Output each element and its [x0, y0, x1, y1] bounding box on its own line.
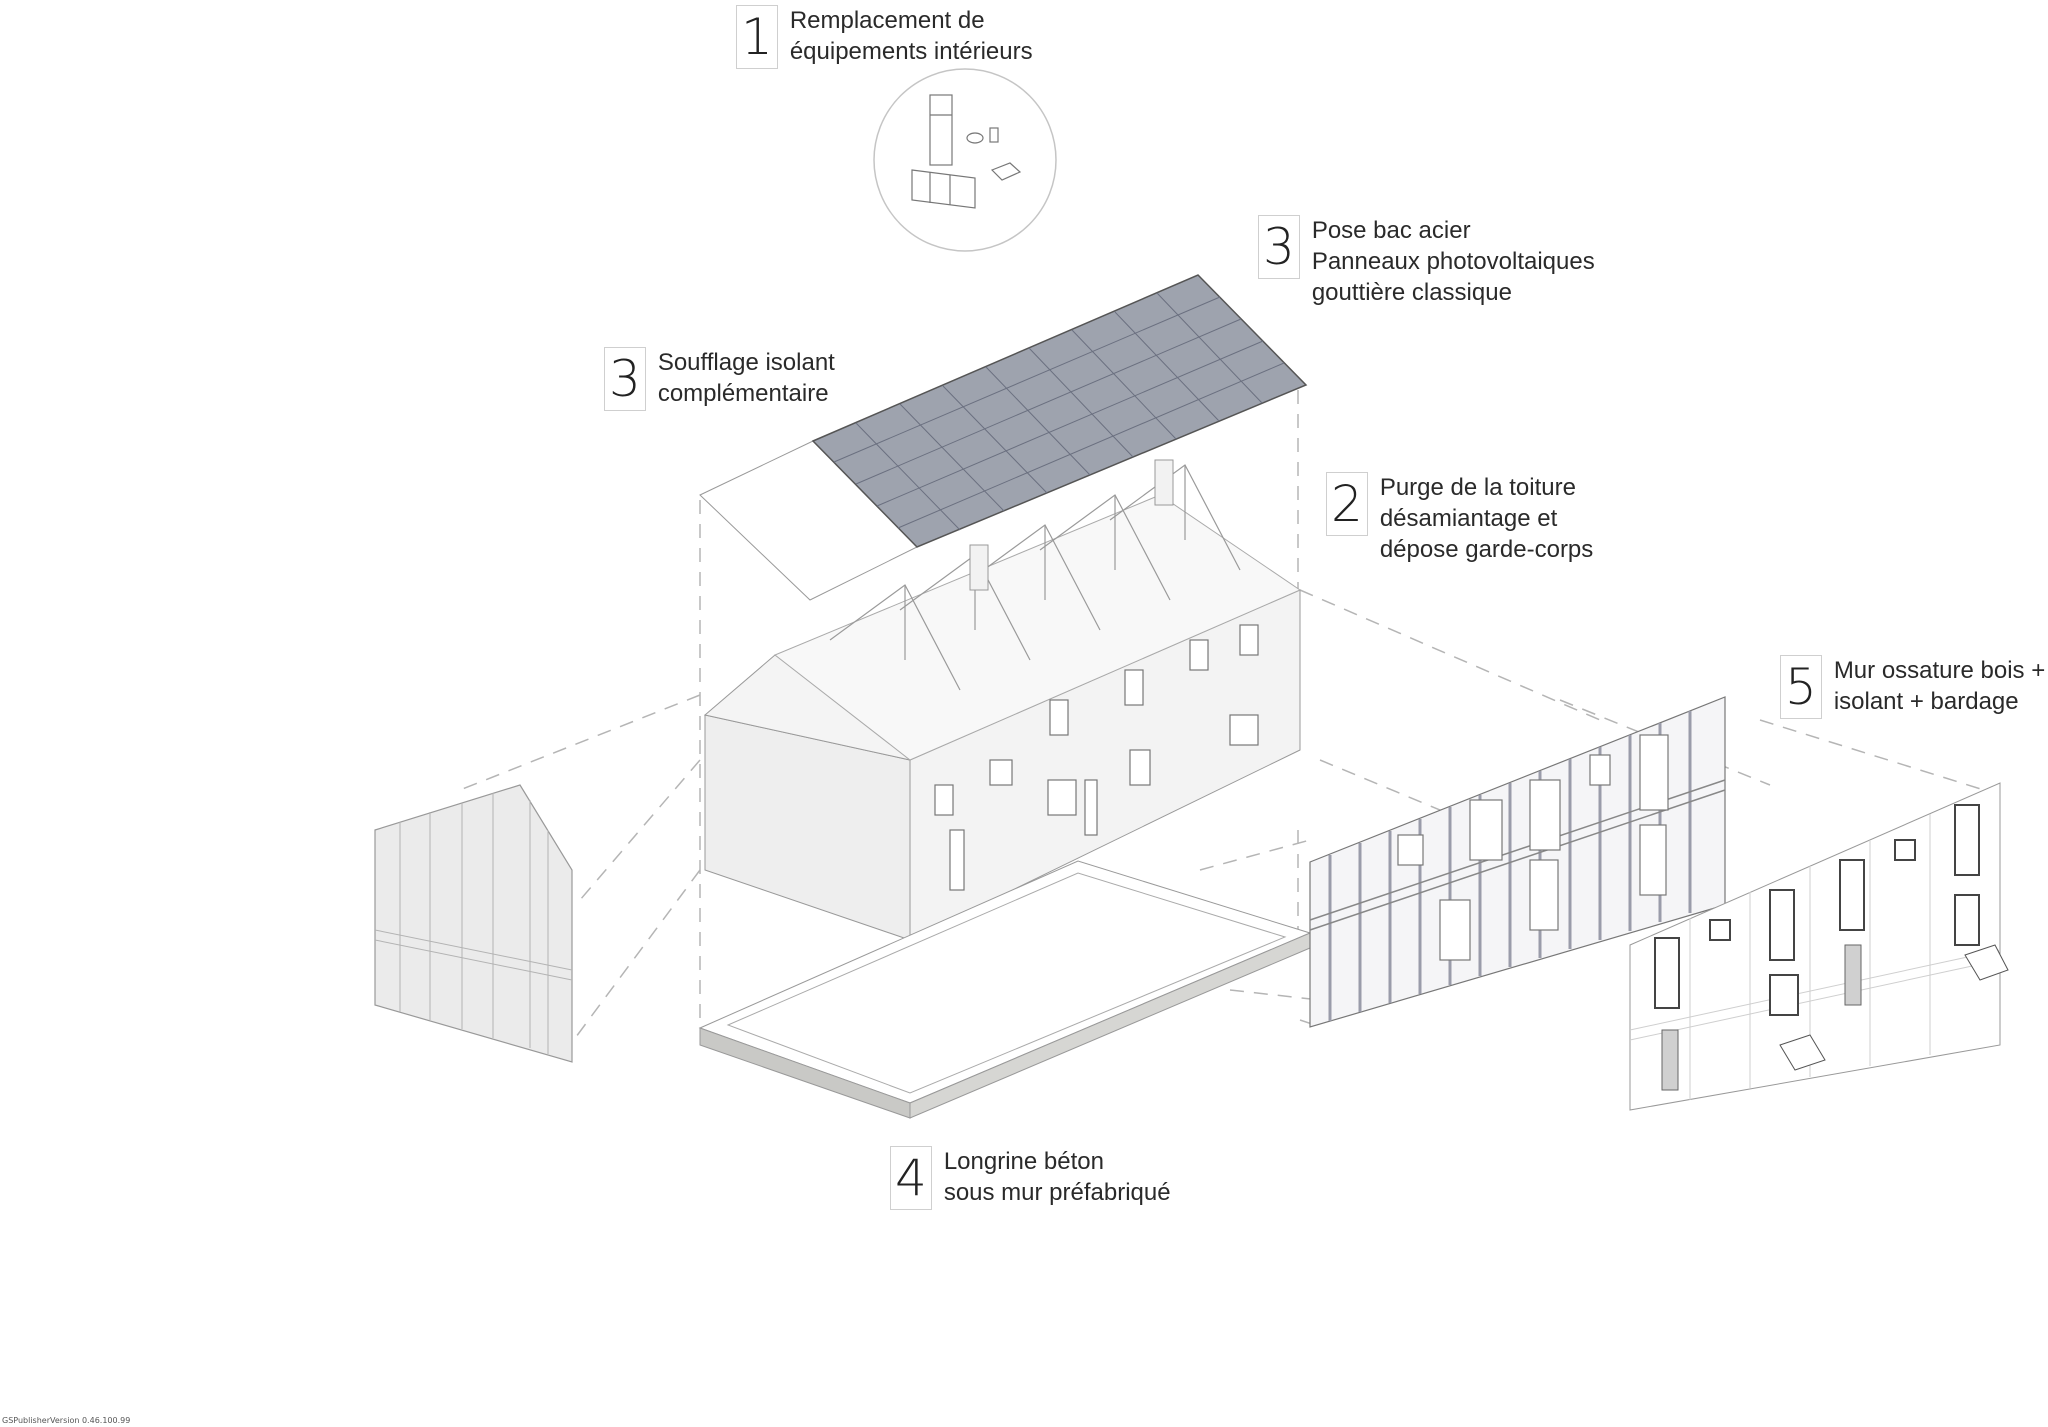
label-interior-equipment: 1 Remplacement de équipements intérieurs — [736, 5, 1033, 69]
label-number: 4 — [890, 1146, 932, 1210]
label-number: 1 — [736, 5, 778, 69]
concrete-foundation — [698, 860, 1312, 1119]
label-insulation-blowing: 3 Soufflage isolant complémentaire — [604, 347, 835, 411]
label-roof-purge: 2 Purge de la toiture désamiantage et dé… — [1326, 472, 1593, 565]
label-concrete-beam: 4 Longrine béton sous mur préfabriqué — [890, 1146, 1171, 1210]
label-text: Mur ossature bois + isolant + bardage — [1833, 657, 2046, 715]
label-text: Purge de la toiture désamiantage et dépo… — [1379, 474, 1594, 563]
label-number: 3 — [1258, 215, 1300, 279]
interior-equipment-circle — [873, 68, 1057, 252]
label-text: Pose bac acier Panneaux photovoltaiques … — [1311, 217, 1595, 306]
timber-frame-wall — [1309, 696, 1726, 1028]
house-body — [703, 459, 1302, 941]
label-text: Remplacement de équipements intérieurs — [789, 7, 1033, 65]
clad-facade — [1629, 782, 2009, 1111]
label-number: 5 — [1780, 655, 1822, 719]
label-text: Soufflage isolant complémentaire — [657, 349, 835, 407]
label-timber-wall: 5 Mur ossature bois + isolant + bardage — [1780, 655, 2045, 719]
version-footer: GSPublisherVersion 0.46.100.99 — [2, 1416, 131, 1425]
gable-wall-panel — [374, 784, 573, 1063]
label-solar-roof: 3 Pose bac acier Panneaux photovoltaique… — [1258, 215, 1595, 308]
label-number: 2 — [1326, 472, 1368, 536]
solar-roof — [699, 274, 1308, 601]
label-text: Longrine béton sous mur préfabriqué — [943, 1148, 1171, 1206]
label-number: 3 — [604, 347, 646, 411]
